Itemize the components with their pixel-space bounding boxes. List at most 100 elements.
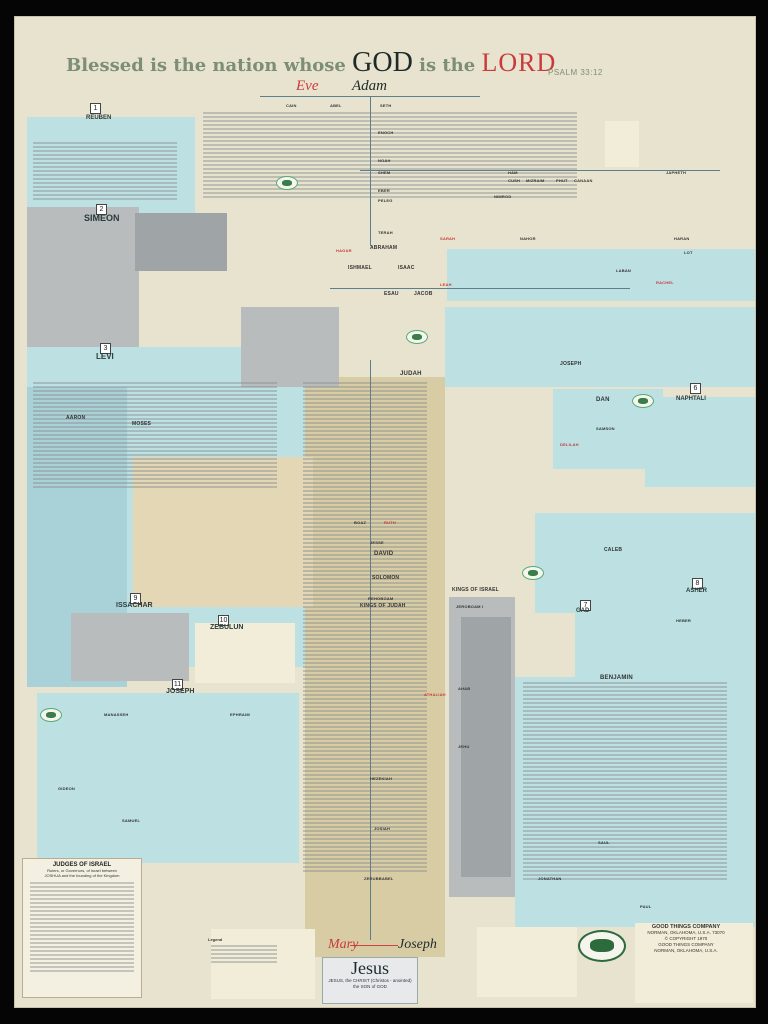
node-benjamin: BENJAMIN [600, 675, 633, 681]
tribe-number-2: 2 [96, 204, 107, 215]
node-samuel: SAMUEL [122, 818, 141, 823]
node-david: DAVID [374, 551, 394, 557]
node-sarah: SARAH [440, 236, 456, 241]
judges-box: JUDGES OF ISRAEL Rulers, or Governors, o… [22, 858, 142, 998]
node-solomon: SOLOMON [372, 575, 400, 581]
zebulun-region [195, 623, 295, 683]
node-seth: SETH [380, 103, 392, 108]
eve-label: Eve [296, 78, 319, 94]
node-shem: SHEM [378, 170, 391, 175]
title-part-2: is the [419, 55, 476, 76]
tribe-simeon: SIMEON [84, 213, 120, 223]
cross-line-adam [260, 96, 480, 97]
fish-emblem-5 [40, 708, 62, 722]
poster-frame [14, 16, 756, 1008]
node-noah: NOAH [378, 158, 391, 163]
node-josiah: JOSIAH [374, 826, 391, 831]
company-name: GOOD THINGS COMPANY [651, 924, 721, 930]
node-zerubbabel: ZERUBBABEL [364, 876, 394, 881]
center-notes-box [477, 927, 577, 997]
tribe-number-3: 3 [100, 343, 111, 354]
east-tribes-region [535, 513, 755, 613]
title-lord: LORD [481, 48, 557, 77]
node-rehoboam: REHOBOAM [368, 596, 394, 601]
node-heber: HEBER [676, 618, 692, 623]
fish-emblem-2 [406, 330, 428, 344]
text-texture-left [30, 140, 180, 260]
legend: Legend [208, 937, 280, 985]
node-kings-judah: KINGS OF JUDAH [360, 603, 406, 609]
title-part-1: Blessed is the nation whose [66, 55, 346, 76]
tribe-levi: LEVI [96, 352, 114, 361]
node-nimrod: NIMROD [494, 194, 512, 199]
node-mizraim: MIZRAIM [526, 178, 545, 183]
jesus-box: Jesus JESUS, the CHRIST (Christos - anoi… [322, 957, 418, 1004]
tribe-number-7: 7 [580, 600, 591, 611]
naphtali-region [645, 397, 755, 487]
joseph-label: Joseph [398, 937, 437, 952]
node-manasseh: MANASSEH [104, 712, 129, 717]
node-caleb: CALEB [604, 547, 623, 553]
cross-line-jacob [330, 288, 630, 289]
tribe-number-1: 1 [90, 103, 101, 114]
legend-title: Legend [208, 937, 223, 942]
legend-box [211, 929, 315, 999]
tribe-joseph: JOSEPH [166, 688, 195, 695]
node-haran: HARAN [674, 236, 690, 241]
company-name-2: GOOD THINGS COMPANY [658, 942, 714, 947]
tribe-asher: ASHER [686, 588, 708, 594]
node-joseph-son: JOSEPH [560, 361, 582, 367]
issachar-region [71, 613, 189, 681]
judges-subtitle-1: Rulers, or Governors, of Israel between [47, 868, 117, 873]
company-copyright: © COPYRIGHT 1970 [664, 936, 708, 941]
node-hagar: HAGAR [336, 248, 352, 253]
node-dan: DAN [596, 397, 610, 403]
node-ham: HAM [508, 170, 518, 175]
node-nahor: NAHOR [520, 236, 536, 241]
text-texture-levi [30, 380, 280, 600]
node-boaz: BOAZ [354, 520, 367, 525]
kings-israel-list-region [461, 617, 511, 877]
node-ishmael: ISHMAEL [348, 265, 372, 271]
tribe-number-6: 6 [690, 383, 701, 394]
tribe-number-10: 10 [218, 615, 229, 626]
node-enoch: ENOCH [378, 130, 394, 135]
node-phut: PHUT [556, 178, 568, 183]
node-aaron: AARON [66, 415, 86, 421]
node-isaac: ISAAC [398, 265, 415, 271]
jesus-name: Jesus [350, 958, 389, 978]
judges-list [23, 878, 141, 976]
red-line-mary [350, 945, 398, 946]
node-terah: TERAH [378, 230, 393, 235]
node-cain: CAIN [286, 103, 297, 108]
company-address-2: NORMAN, OKLAHOMA, U.S.A. [654, 948, 718, 953]
node-abraham: ABRAHAM [370, 245, 398, 251]
nations-region [447, 249, 755, 301]
benjamin-region [515, 677, 755, 927]
node-ephraim: EPHRAIM [230, 712, 250, 717]
judges-title: JUDGES OF ISRAEL [52, 862, 112, 868]
node-jeroboam: JEROBOAM I [456, 604, 484, 609]
company-logo [578, 930, 626, 962]
node-paul: PAUL [640, 904, 652, 909]
node-jehu: JEHU [458, 744, 470, 749]
node-lot: LOT [684, 250, 693, 255]
tribe-number-8: 8 [692, 578, 703, 589]
judah-region [305, 377, 445, 957]
node-jesse: JESSE [370, 540, 384, 545]
judges-subtitle-2: JOSHUA and the founding of the Kingdom [44, 873, 120, 878]
tribe-gad: GAD [576, 608, 590, 614]
main-line-judah [370, 360, 371, 940]
title-god: GOD [352, 47, 413, 78]
tribe-zebulun: ZEBULUN [210, 624, 244, 631]
psalm-reference: PSALM 33:12 [548, 68, 603, 77]
node-japheth: JAPHETH [666, 170, 687, 175]
node-ruth: RUTH [384, 520, 396, 525]
node-delilah: DELILAH [560, 442, 579, 447]
jesus-description-2: the SON of GOD [353, 984, 387, 989]
node-eber: EBER [378, 188, 390, 193]
main-line-adam [370, 96, 371, 246]
jesus-description-1: JESUS, the CHRIST (Christos - anointed) [328, 978, 412, 983]
node-canaan: CANAAN [574, 178, 593, 183]
company-info: GOOD THINGS COMPANY NORMAN, OKLAHOMA, U.… [636, 924, 736, 954]
